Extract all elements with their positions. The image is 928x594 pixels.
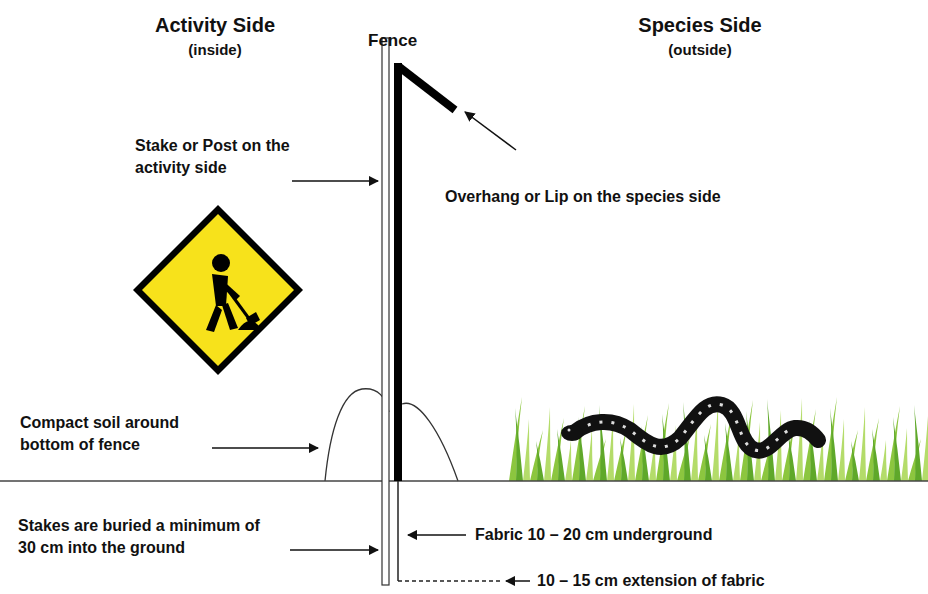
grass-blade [698, 424, 711, 481]
grass-blade [572, 406, 585, 481]
grass-blade [922, 416, 928, 481]
grass-blade [859, 407, 866, 481]
grass-blade [901, 428, 908, 481]
grass-blade [620, 438, 628, 481]
side-subheading: (inside) [115, 40, 315, 60]
callout-label: Stakes are buried a minimum of 30 cm int… [18, 515, 280, 558]
fabric-underground [397, 481, 399, 581]
grass-blade [893, 417, 901, 481]
soil-mound [402, 403, 458, 481]
callout-label: Stake or Post on the activity side [135, 135, 295, 178]
grass-blade [914, 405, 922, 481]
soil-mound [325, 389, 389, 481]
side-subheading: (outside) [600, 40, 800, 60]
side-heading: Activity Side [115, 12, 315, 39]
grass-blade [887, 406, 900, 481]
grass-blade [824, 397, 837, 481]
grass-blade [586, 428, 593, 481]
grass-blade [544, 407, 551, 481]
grass-blade [838, 419, 845, 481]
worker-sign [133, 205, 303, 375]
fence-label: Fence [368, 30, 417, 53]
grass-blade [796, 398, 803, 481]
stake [382, 38, 389, 585]
leader-arrows [212, 112, 530, 581]
callout-label: 10 – 15 cm extension of fabric [537, 570, 765, 592]
grass-blade [866, 418, 879, 481]
side-heading: Species Side [600, 12, 800, 39]
grass-blade [536, 441, 544, 481]
fabric-extension [398, 580, 500, 582]
grass-blade [725, 423, 733, 481]
grass-blade [830, 408, 838, 481]
grass-blade [851, 441, 859, 481]
callout-label: Fabric 10 – 20 cm underground [475, 524, 712, 546]
grass-blade [523, 419, 530, 481]
callout-label: Overhang or Lip on the species side [445, 186, 721, 208]
grass-blade [565, 440, 572, 481]
fence-fabric [394, 63, 402, 481]
callout-label: Compact soil around bottom of fence [20, 412, 220, 455]
grass [509, 397, 928, 481]
grass-blade [880, 440, 887, 481]
grass-blade [551, 418, 564, 481]
grass-blade [530, 430, 543, 481]
grass-blade [509, 397, 522, 481]
grass-blade [515, 408, 523, 481]
grass-blade [872, 429, 880, 481]
ground-line [0, 480, 928, 482]
snake [561, 404, 818, 450]
overhang [398, 66, 455, 110]
grass-blade [845, 430, 858, 481]
grass-blade [704, 435, 712, 481]
